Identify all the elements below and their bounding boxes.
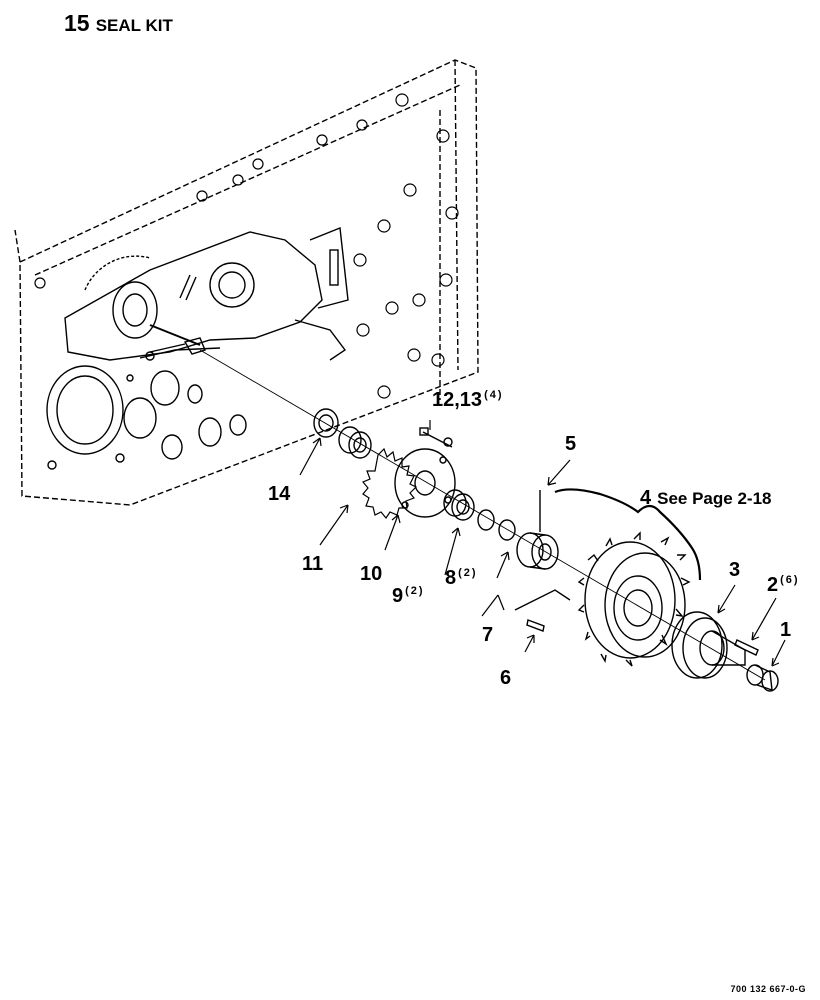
part-4-housing (577, 531, 691, 667)
callout-9-qty: (2) (405, 585, 425, 597)
callout-4-note: See Page 2-18 (657, 489, 772, 508)
callout-14: 14 (268, 484, 290, 504)
callout-3: 3 (729, 560, 740, 580)
part-12-13-bolt (419, 427, 453, 448)
part-14-seal (313, 408, 339, 438)
callout-11-label: 11 (302, 553, 324, 575)
bearing (338, 426, 372, 459)
callout-8: 8(2) (445, 567, 478, 589)
part-7-hub (516, 532, 559, 570)
gearbox-housing (64, 227, 349, 361)
callout-6: 6 (500, 668, 511, 688)
part-4-brace (554, 488, 702, 581)
part-8-snap-rings (477, 509, 516, 541)
diagram-title: 15 SEAL KIT (64, 10, 173, 37)
callout-9: 9(2) (392, 585, 425, 607)
callout-5: 5 (565, 434, 576, 454)
callout-11: 11 (302, 554, 323, 574)
callout-4-label: 4 (640, 487, 652, 509)
part-10-sprocket (362, 447, 456, 520)
callout-12-13: 12,13(4) (432, 389, 504, 411)
callout-10-label: 10 (360, 563, 383, 585)
frame-panel (14, 59, 479, 506)
callout-9-label: 9 (392, 585, 404, 607)
figure-number: 700 132 667-0-G (730, 984, 806, 994)
callout-12-13-qty: (4) (484, 389, 504, 401)
callout-10: 10 (360, 564, 382, 584)
part-2-bolt (734, 639, 759, 656)
callout-12-13-label: 12,13 (432, 389, 483, 411)
callout-5-label: 5 (565, 433, 577, 455)
part-3-cap (671, 611, 746, 679)
frame-bolts (34, 93, 459, 399)
callout-8-label: 8 (445, 567, 457, 589)
part-6-key (514, 589, 571, 632)
callout-14-label: 14 (268, 483, 291, 505)
callout-7-label: 7 (482, 624, 494, 646)
part-9-bearing (443, 489, 475, 521)
callout-1-label: 1 (780, 619, 792, 641)
leader-lines (299, 420, 786, 667)
callout-4: 4 See Page 2-18 (640, 488, 771, 508)
part-1-plug (746, 664, 779, 692)
callout-8-qty: (2) (458, 567, 478, 579)
callout-7: 7 (482, 625, 493, 645)
callout-2-label: 2 (767, 574, 779, 596)
callout-6-label: 6 (500, 667, 512, 689)
title-number: 15 (64, 10, 90, 36)
callout-2: 2(6) (767, 574, 800, 596)
callout-1: 1 (780, 620, 791, 640)
title-text: SEAL KIT (95, 16, 173, 35)
callout-2-qty: (6) (780, 574, 800, 586)
callout-3-label: 3 (729, 559, 741, 581)
frame-holes (46, 351, 247, 470)
